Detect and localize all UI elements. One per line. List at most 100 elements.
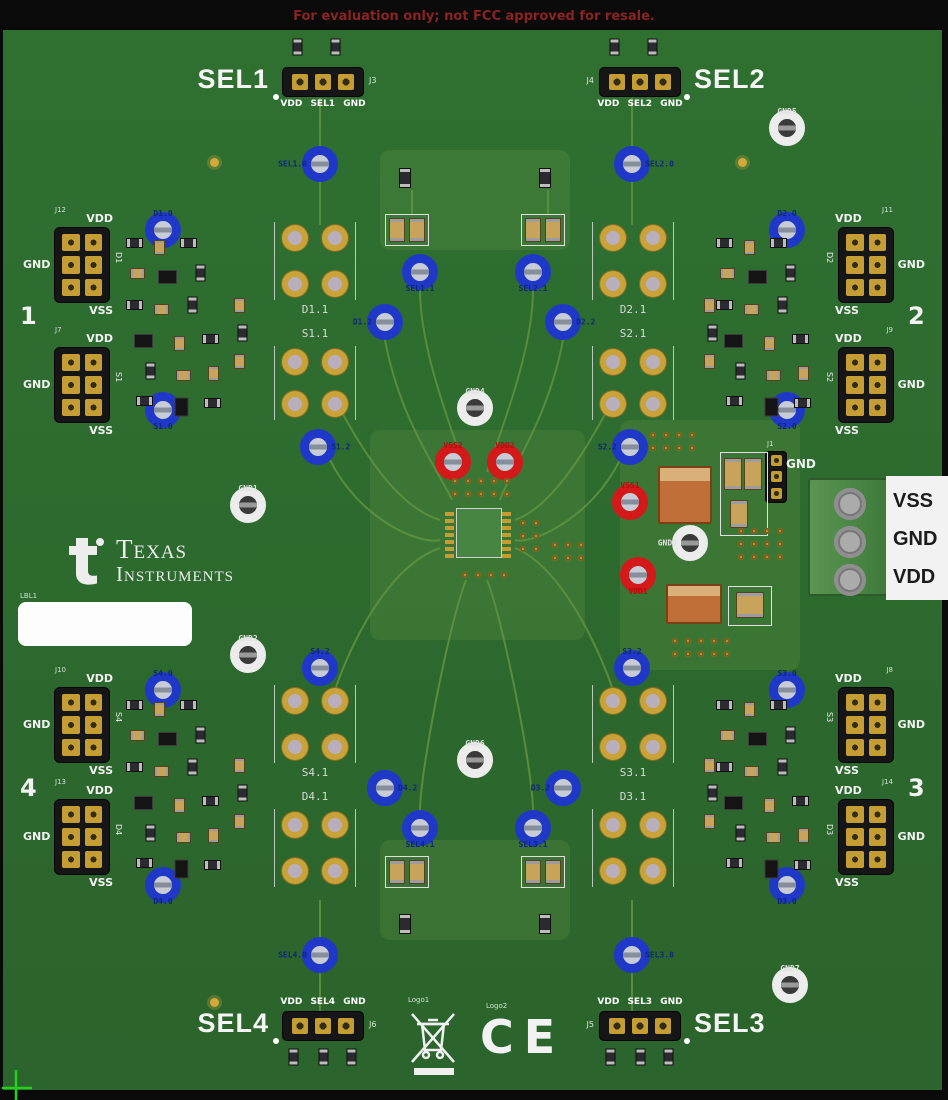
test-point-d3-2[interactable]: D3.2 — [531, 770, 581, 806]
resistor-component — [288, 1048, 299, 1066]
via — [724, 651, 730, 657]
test-point-vss2[interactable]: VSS2 — [435, 441, 471, 480]
silkscreen-box — [720, 452, 768, 536]
test-point-gnd4[interactable]: GND4 — [457, 387, 493, 426]
test-point-d2-2[interactable]: D2.2 — [545, 304, 595, 340]
via — [672, 651, 678, 657]
via — [533, 520, 539, 526]
terminal-screw[interactable] — [834, 526, 866, 558]
test-point-sel2-1[interactable]: SEL2.1 — [515, 254, 551, 293]
test-point-gnd7[interactable]: GND7 — [772, 964, 808, 1003]
via — [698, 638, 704, 644]
test-point-s2-2[interactable]: S2.2 — [598, 429, 648, 465]
connector-pin — [770, 454, 782, 466]
connector-pin — [291, 74, 308, 90]
through-hole-pad — [640, 225, 666, 251]
via — [738, 554, 744, 560]
test-point-d1-2[interactable]: D1.2 — [353, 304, 403, 340]
silkscreen-bracket — [592, 809, 593, 887]
test-point-sel1-1[interactable]: SEL1.1 — [402, 254, 438, 293]
test-point-gnd2[interactable]: GND2 — [230, 634, 266, 673]
transformer-component — [658, 466, 712, 524]
jumper-label: GND — [786, 457, 816, 471]
resistor-component — [794, 398, 811, 408]
through-hole-pad — [282, 391, 308, 417]
capacitor-component — [704, 354, 715, 369]
silkscreen-bracket — [673, 809, 674, 887]
sel4-connector[interactable] — [283, 1012, 363, 1040]
test-point-label: SEL1.0 — [278, 159, 307, 169]
weee-bar — [414, 1068, 454, 1075]
test-point-gnd1[interactable]: GND1 — [230, 484, 266, 523]
resistor-component — [126, 762, 143, 772]
terminal-screw[interactable] — [834, 564, 866, 596]
resistor-component — [202, 796, 219, 806]
power-terminal-block[interactable] — [808, 478, 888, 596]
resistor-component — [237, 324, 248, 342]
header-pins — [846, 234, 886, 296]
header-ref: J11 — [882, 206, 893, 214]
test-point-sel4-1[interactable]: SEL4.1 — [402, 810, 438, 849]
test-point-label: SEL2.1 — [518, 284, 548, 293]
test-point-d4-2[interactable]: D4.2 — [367, 770, 417, 806]
test-point-sel3-1[interactable]: SEL3.1 — [515, 810, 551, 849]
silkscreen-bracket — [355, 809, 356, 887]
capacitor-component — [730, 500, 748, 528]
test-point-label: SEL2.0 — [645, 159, 674, 169]
test-point-sel1-0[interactable]: SEL1.0 — [278, 146, 338, 182]
fiducial-marker — [210, 998, 219, 1007]
test-point-s3-2[interactable]: S3.2 — [614, 647, 650, 686]
sel3-connector[interactable] — [600, 1012, 680, 1040]
test-point-gnd6[interactable]: GND6 — [457, 739, 493, 778]
connector-pin — [846, 738, 864, 756]
pin-label-gnd: GND — [23, 378, 51, 391]
through-hole-pad — [282, 349, 308, 375]
test-point-s1-2[interactable]: S1.2 — [300, 429, 350, 465]
ic-component — [748, 270, 767, 284]
test-point-gnd3[interactable]: GND3 — [658, 525, 708, 561]
connector-pin — [846, 398, 864, 416]
ic-pin — [502, 526, 511, 530]
sel2-connector[interactable] — [600, 68, 680, 96]
test-point-sel3-0[interactable]: SEL3.0 — [614, 937, 674, 973]
test-point-label: VDD1 — [628, 587, 648, 596]
connector-pin — [868, 716, 886, 734]
via — [764, 554, 770, 560]
capacitor-component — [744, 304, 759, 315]
ic-component — [764, 397, 779, 417]
test-point-sel2-0[interactable]: SEL2.0 — [614, 146, 674, 182]
test-point-label: S3.0 — [777, 669, 797, 678]
header-part-label: D3 — [825, 824, 834, 836]
capacitor-component — [545, 860, 561, 884]
pin-label-vdd: VDD — [835, 784, 862, 797]
sel1-connector[interactable] — [283, 68, 363, 96]
test-point-vdd2[interactable]: VDD2 — [487, 441, 523, 480]
test-point-vdd1[interactable]: VDD1 — [620, 557, 656, 596]
gnd-jumper-j1[interactable] — [766, 452, 786, 502]
resistor-component — [707, 324, 718, 342]
through-hole-pad — [640, 734, 666, 760]
test-point-s4-2[interactable]: S4.2 — [302, 647, 338, 686]
test-point-vss1[interactable]: VSS1 — [612, 481, 648, 520]
pin-label-vdd: VDD — [86, 784, 113, 797]
test-point-gnd5[interactable]: GND5 — [769, 107, 805, 146]
pin-label-vdd: VDD — [86, 332, 113, 345]
via — [552, 555, 558, 561]
silkscreen-bracket — [274, 685, 275, 763]
logo1-ref: Logo1 — [408, 996, 430, 1004]
connector-pin — [631, 1018, 648, 1034]
capacitor-component — [176, 370, 191, 381]
header-part-label: S3 — [825, 712, 834, 723]
terminal-screw[interactable] — [834, 488, 866, 520]
through-hole-pad — [322, 391, 348, 417]
ic-pin — [445, 526, 454, 530]
test-point-sel4-0[interactable]: SEL4.0 — [278, 937, 338, 973]
